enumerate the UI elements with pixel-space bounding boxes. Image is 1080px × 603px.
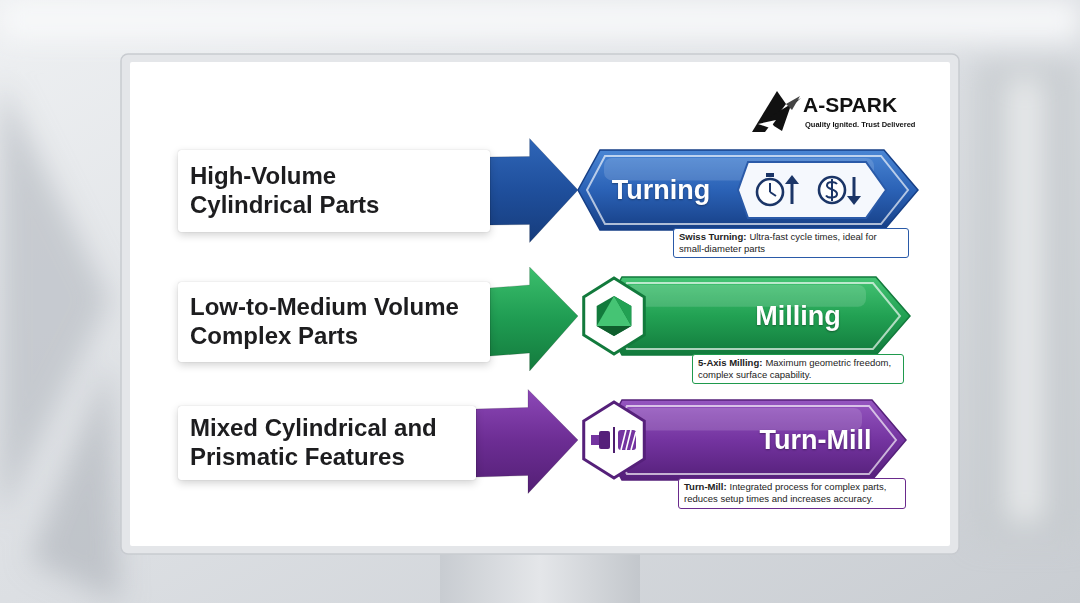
category-label-area: High-Volume Cylindrical Parts — [190, 150, 440, 232]
stopwatch-icon — [757, 179, 783, 205]
down-arrow-head — [847, 196, 861, 205]
cost-time-icons — [738, 162, 886, 218]
icon-panel — [738, 162, 886, 218]
category-label: High-Volume Cylindrical Parts — [190, 162, 440, 220]
logo-cut — [758, 120, 776, 128]
thread-lines — [621, 430, 636, 450]
badge-label-area: Milling — [708, 277, 888, 355]
process-badge: Turn-Mill — [578, 400, 906, 480]
monitor-stand — [440, 548, 640, 603]
logo-spark — [786, 96, 800, 110]
gem-facet — [597, 326, 632, 336]
gem-facet — [614, 296, 631, 326]
note-heading: Swiss Turning: — [679, 231, 746, 242]
badge-inner-outline — [609, 283, 900, 349]
process-name: Turn-Mill — [760, 425, 872, 456]
category-label-area: Low-to-Medium Volume Complex Parts — [190, 282, 475, 362]
process-name: Milling — [755, 301, 840, 332]
stopwatch-hand — [770, 183, 776, 196]
ceiling-light — [0, 0, 1080, 40]
window-panel — [975, 60, 1080, 540]
shaft-end — [591, 435, 599, 445]
monitor-frame — [121, 54, 959, 554]
part-category-box: Mixed Cylindrical and Prismatic Features — [178, 406, 476, 480]
flow-arrow — [476, 390, 578, 494]
badge-shape — [578, 277, 910, 355]
brand-tagline: Quality Ignited. Trust Delivered — [805, 120, 915, 129]
monitor-screen — [130, 62, 950, 546]
process-badge: Turning — [578, 150, 918, 230]
note-heading: 5-Axis Milling: — [698, 357, 762, 368]
up-arrow — [791, 182, 794, 204]
badge-label-area: Turning — [586, 150, 736, 230]
category-label: Low-to-Medium Volume Complex Parts — [190, 293, 475, 351]
badge-body — [578, 150, 918, 230]
flow-arrow — [490, 139, 578, 243]
wall-shape — [30, 360, 120, 603]
logo-wing — [768, 98, 801, 131]
threaded-body — [618, 430, 636, 450]
part-category-box: High-Volume Cylindrical Parts — [178, 150, 490, 232]
icon-hexagon — [584, 402, 645, 478]
process-note: 5-Axis Milling:Maximum geometric freedom… — [692, 354, 904, 384]
process-badge: Milling — [578, 277, 910, 355]
brand-name: A-SPARK — [803, 93, 897, 117]
coin-icon — [819, 177, 845, 203]
divider-line — [613, 427, 615, 453]
part-category-box: Low-to-Medium Volume Complex Parts — [178, 282, 490, 362]
icon-hexagon — [584, 278, 645, 354]
category-label-area: Mixed Cylindrical and Prismatic Features — [190, 406, 475, 480]
shaft-icon — [591, 427, 636, 453]
up-arrow-head — [785, 175, 799, 184]
gem-icon — [597, 296, 632, 336]
logo-mark — [752, 91, 801, 132]
process-note: Turn-Mill:Integrated process for complex… — [678, 478, 906, 509]
badge-inner-outline — [609, 406, 896, 474]
badge-body — [600, 277, 910, 355]
gem-body — [597, 296, 632, 336]
process-note: Swiss Turning:Ultra-fast cycle times, id… — [673, 228, 909, 258]
window-light — [1010, 80, 1040, 520]
badge-body — [600, 400, 906, 480]
badge-inner-outline — [587, 156, 908, 224]
flow-arrow — [490, 267, 578, 371]
note-heading: Turn-Mill: — [684, 481, 727, 492]
stopwatch-knob — [766, 173, 774, 177]
currency-glyph — [826, 179, 837, 201]
gem-facet — [597, 296, 632, 326]
badge-label-area: Turn-Mill — [728, 400, 903, 480]
process-name: Turning — [612, 175, 710, 206]
category-label: Mixed Cylindrical and Prismatic Features — [190, 414, 475, 472]
shaft-collar — [599, 431, 610, 449]
down-arrow — [853, 177, 856, 198]
